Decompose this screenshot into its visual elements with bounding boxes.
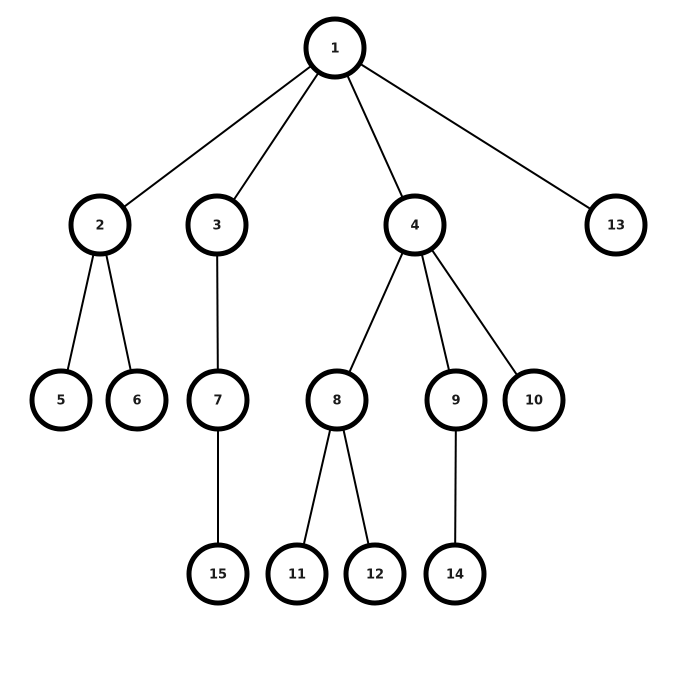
node-label-1: 1 <box>330 42 339 57</box>
node-label-15: 15 <box>209 568 227 583</box>
node-circle-3 <box>185 193 249 257</box>
node-circle-5 <box>29 368 93 432</box>
node-label-14: 14 <box>446 568 464 583</box>
node-1: 1 <box>303 16 367 80</box>
node-label-2: 2 <box>95 219 104 234</box>
node-3: 3 <box>185 193 249 257</box>
node-circle-8 <box>305 368 369 432</box>
node-15: 15 <box>186 542 250 606</box>
node-6: 6 <box>105 368 169 432</box>
node-label-11: 11 <box>288 568 306 583</box>
node-9: 9 <box>424 368 488 432</box>
node-label-6: 6 <box>132 394 141 409</box>
node-label-3: 3 <box>212 219 221 234</box>
node-circle-9 <box>424 368 488 432</box>
node-2: 2 <box>68 193 132 257</box>
node-label-10: 10 <box>525 394 543 409</box>
node-10: 10 <box>502 368 566 432</box>
node-label-12: 12 <box>366 568 384 583</box>
node-8: 8 <box>305 368 369 432</box>
node-circle-13 <box>584 193 648 257</box>
node-label-8: 8 <box>332 394 341 409</box>
node-label-7: 7 <box>213 394 222 409</box>
node-circle-6 <box>105 368 169 432</box>
node-circle-10 <box>502 368 566 432</box>
node-circle-14 <box>423 542 487 606</box>
node-7: 7 <box>186 368 250 432</box>
edge-1-4 <box>334 47 416 226</box>
node-label-9: 9 <box>451 394 460 409</box>
node-label-13: 13 <box>607 219 625 234</box>
node-14: 14 <box>423 542 487 606</box>
edge-1-13 <box>334 47 617 226</box>
edge-1-2 <box>99 47 336 226</box>
node-circle-2 <box>68 193 132 257</box>
node-13: 13 <box>584 193 648 257</box>
node-circle-12 <box>343 542 407 606</box>
node-circle-1 <box>303 16 367 80</box>
node-12: 12 <box>343 542 407 606</box>
node-circle-11 <box>265 542 329 606</box>
node-circle-15 <box>186 542 250 606</box>
node-circle-4 <box>383 193 447 257</box>
node-5: 5 <box>29 368 93 432</box>
node-circle-7 <box>186 368 250 432</box>
node-11: 11 <box>265 542 329 606</box>
node-4: 4 <box>383 193 447 257</box>
node-label-4: 4 <box>410 219 419 234</box>
node-label-5: 5 <box>56 394 65 409</box>
edge-1-3 <box>216 47 336 226</box>
edge-4-10 <box>414 224 535 401</box>
edge-4-8 <box>336 224 416 401</box>
